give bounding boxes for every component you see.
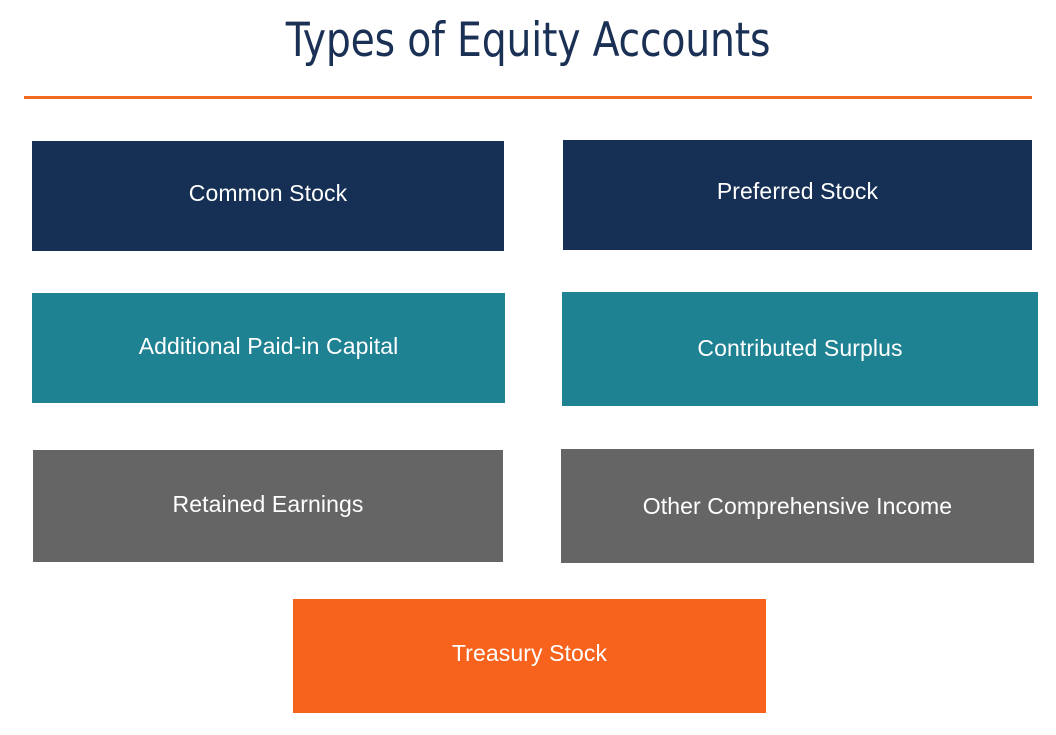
equity-account-label: Contributed Surplus xyxy=(697,334,903,361)
title-divider-rule xyxy=(24,96,1032,99)
equity-account-box-other-comprehensive-income[interactable]: Other Comprehensive Income xyxy=(561,449,1034,563)
equity-account-label: Retained Earnings xyxy=(172,490,364,517)
equity-account-label: Preferred Stock xyxy=(716,177,879,204)
equity-account-box-contributed-surplus[interactable]: Contributed Surplus xyxy=(562,292,1038,406)
equity-account-label: Common Stock xyxy=(188,179,348,206)
equity-account-label: Other Comprehensive Income xyxy=(642,492,953,519)
page-title: Types of Equity Accounts xyxy=(285,13,771,68)
equity-account-label: Additional Paid-in Capital xyxy=(138,332,399,359)
equity-account-box-treasury-stock[interactable]: Treasury Stock xyxy=(293,599,766,713)
equity-account-label: Treasury Stock xyxy=(451,639,608,666)
equity-account-box-retained-earnings[interactable]: Retained Earnings xyxy=(33,450,503,562)
equity-account-box-preferred-stock[interactable]: Preferred Stock xyxy=(563,140,1032,250)
equity-account-box-additional-paid-in-capital[interactable]: Additional Paid-in Capital xyxy=(32,293,505,403)
equity-account-box-common-stock[interactable]: Common Stock xyxy=(32,141,504,251)
